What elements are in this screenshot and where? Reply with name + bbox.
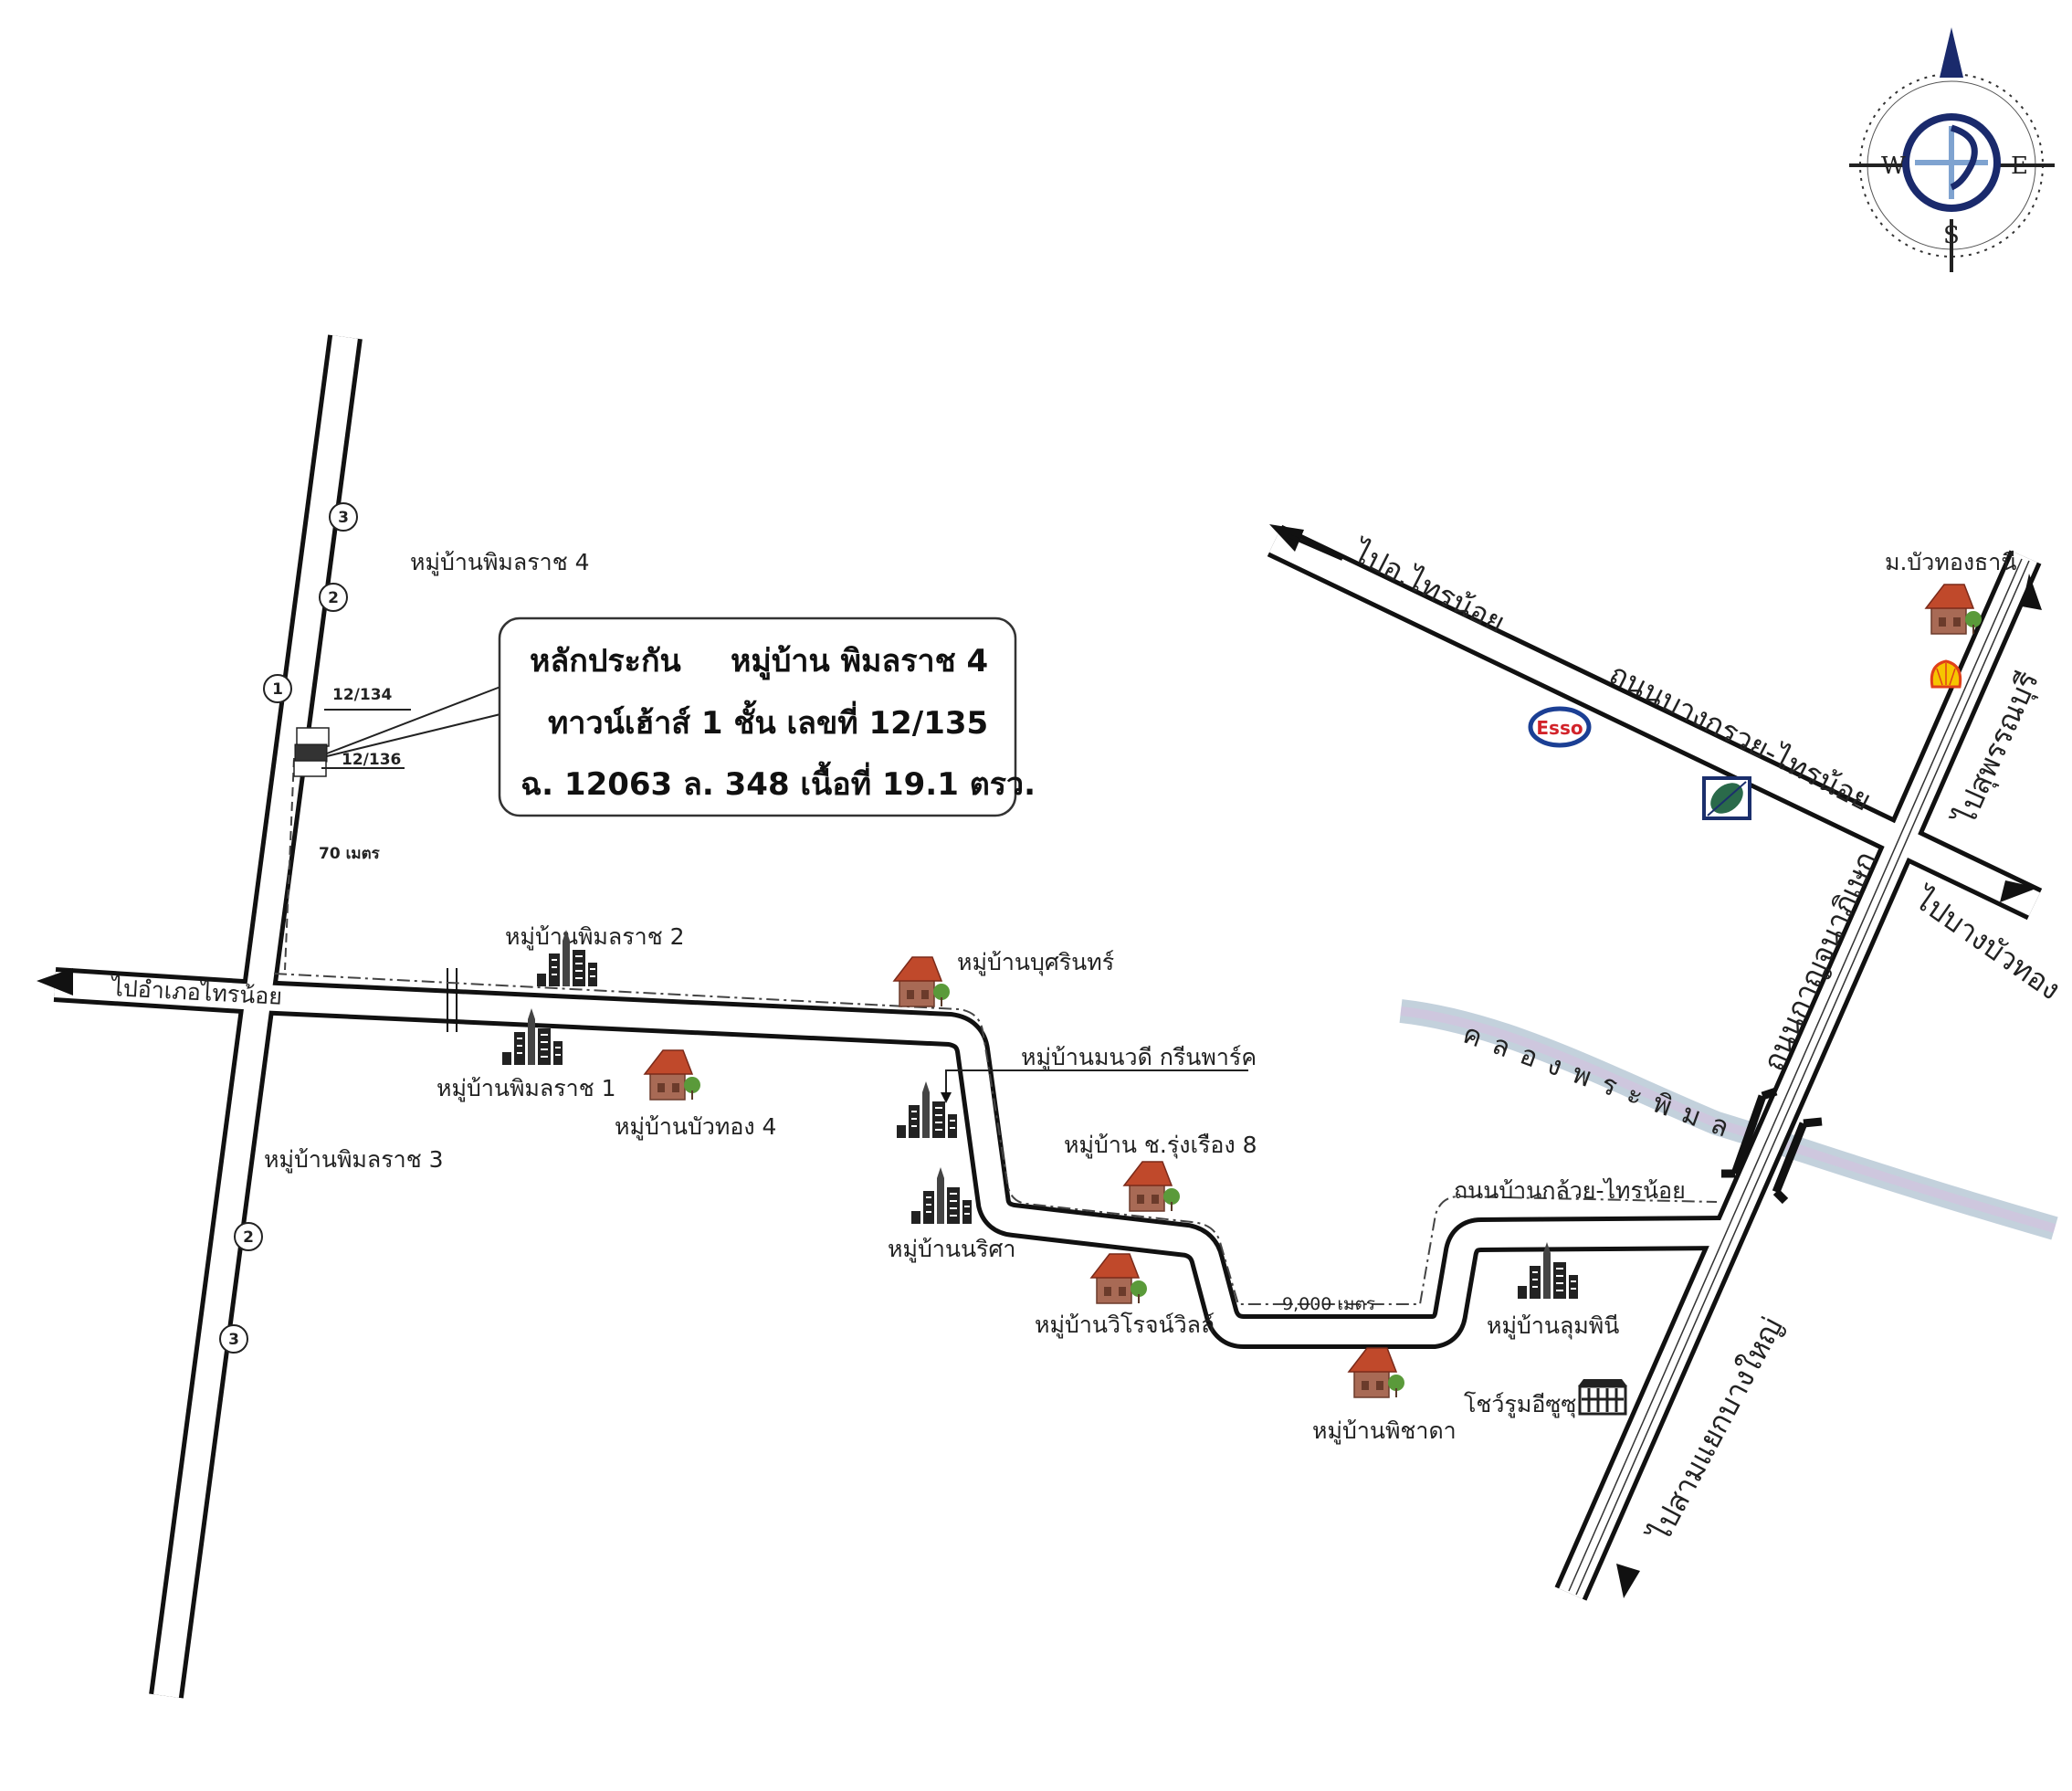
svg-text:E: E [2011, 153, 2028, 180]
esso-logo-icon: Esso [1528, 706, 1592, 748]
arrow-east-icon [2000, 880, 2038, 902]
buildings-icon [897, 1081, 957, 1138]
showroom-icon [1578, 1379, 1627, 1416]
canal-label: คลองพระพิมล [1458, 1018, 1745, 1149]
svg-text:Esso: Esso [1536, 717, 1583, 739]
svg-text:3: 3 [338, 509, 349, 527]
buildings-icon [911, 1167, 972, 1224]
distance-70m: 70 เมตร [319, 845, 381, 863]
svg-text:S: S [1943, 222, 1960, 249]
bangchak-logo-icon [1702, 776, 1751, 820]
svg-text:W: W [1881, 153, 1906, 180]
arrow-south-icon [1616, 1564, 1640, 1598]
plot-leader-lines [321, 709, 411, 769]
house-icon [1348, 1347, 1405, 1398]
place-lumpini: หมู่บ้านลุมพินี [1487, 1312, 1619, 1340]
place-pichada: หมู่บ้านพิชาดา [1312, 1417, 1457, 1445]
canal-shade [1400, 1006, 2056, 1233]
svg-text:2: 2 [243, 1228, 254, 1247]
road-network [53, 334, 2043, 1699]
plot-label-south: 12/136 [342, 751, 401, 769]
house-icon [1925, 584, 1983, 635]
house-icon [644, 1049, 701, 1101]
leader-line [945, 1069, 1248, 1094]
house-icon [1090, 1253, 1148, 1304]
km-marker: 1 [263, 674, 292, 703]
place-wirojville: หมู่บ้านวิโรจน์วิลล์ [1035, 1312, 1215, 1339]
compass-rose-icon: W E S [1849, 27, 2055, 272]
place-buathongthani: ม.บัวทองธานี [1885, 549, 2016, 575]
place-pimonrat-1: หมู่บ้านพิมลราช 1 [436, 1075, 616, 1102]
callout-box [498, 616, 1017, 817]
arrow-northwest-icon [1269, 524, 1304, 552]
km-marker: 2 [319, 583, 348, 612]
place-busarin: หมู่บ้านบุศรินทร์ [957, 949, 1114, 976]
plot-12-136 [293, 760, 327, 777]
plot-12-135-subject [294, 743, 328, 763]
house-icon [1123, 1161, 1181, 1212]
svg-text:2: 2 [328, 589, 339, 607]
svg-text:1: 1 [272, 680, 283, 699]
arrow-down-icon [941, 1092, 952, 1103]
shell-logo-icon [1930, 659, 1962, 689]
callout-title-right: หมู่บ้าน พิมลราช 4 [731, 643, 988, 680]
km-marker: 3 [219, 1324, 248, 1354]
place-isuzu-showroom: โชว์รูมอีซูซุ [1464, 1391, 1576, 1418]
place-manawadee-green-park: หมู่บ้านมนวดี กรีนพาร์ค [1021, 1044, 1257, 1071]
km-marker: 2 [234, 1222, 263, 1251]
callout-title-left: หลักประกัน [530, 643, 681, 680]
road-label-ban-kluai-sai-noi: ถนนบ้านกล้วย-ไทรน้อย [1454, 1177, 1686, 1204]
distance-9000m: 9,000 เมตร [1282, 1294, 1375, 1314]
arrow-west-icon [37, 968, 73, 996]
arrow-northeast-icon [2022, 574, 2042, 610]
place-pimonrat-2: หมู่บ้านพิมลราช 2 [505, 923, 685, 951]
house-icon [893, 956, 951, 1007]
place-narisa: หมู่บ้านนริศา [888, 1236, 1015, 1263]
place-buathong-4: หมู่บ้านบัวทอง 4 [615, 1113, 776, 1141]
callout-house-number: ทาวน์เฮ้าส์ 1 ชั้น เลขที่ 12/135 [548, 700, 988, 742]
callout-deed-info: ฉ. 12063 ล. 348 เนื้อที่ 19.1 ตรว. [521, 761, 1036, 803]
place-pimonrat-4: หมู่บ้านพิมลราช 4 [410, 549, 590, 576]
callout-pointer [326, 686, 501, 757]
km-marker: 3 [329, 502, 358, 532]
place-rungruang-8: หมู่บ้าน ช.รุ่งเรือง 8 [1064, 1132, 1257, 1159]
place-pimonrat-3: หมู่บ้านพิมลราช 3 [264, 1146, 444, 1174]
svg-text:3: 3 [228, 1331, 239, 1349]
plot-12-134 [296, 727, 330, 747]
plot-label-north: 12/134 [332, 686, 393, 704]
